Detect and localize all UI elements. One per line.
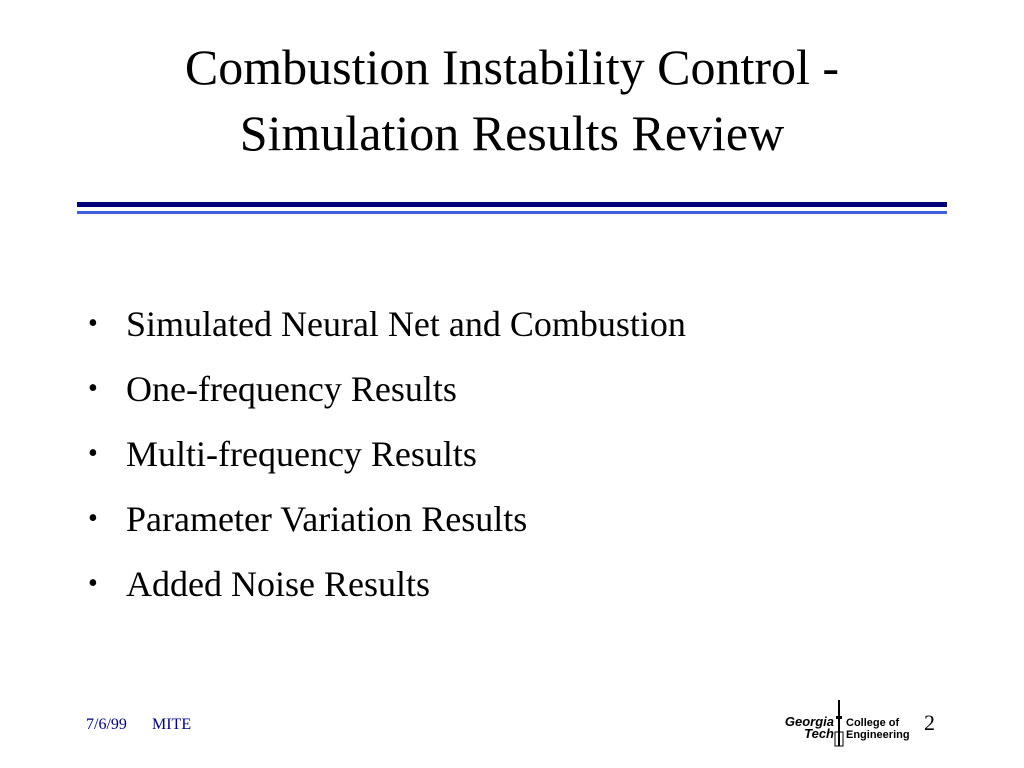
bullet-text: Multi-frequency Results: [126, 434, 477, 474]
bullet-list: • Simulated Neural Net and Combustion • …: [88, 298, 686, 623]
page-number: 2: [924, 710, 935, 735]
bullet-text: One-frequency Results: [126, 369, 457, 409]
title-divider-thick: [77, 202, 947, 207]
footer-date: 7/6/99: [86, 716, 127, 733]
bullet-text: Simulated Neural Net and Combustion: [126, 304, 686, 344]
slide-title-line-1: Combustion Instability Control -: [184, 39, 840, 95]
title-divider-thin: [77, 211, 947, 214]
bullet-item: • Multi-frequency Results: [88, 428, 686, 493]
footer-org: MITE: [152, 716, 192, 733]
logo-text-georgia: Georgia: [785, 714, 834, 729]
bullet-icon: •: [88, 568, 98, 599]
logo-text-college-of: College of: [846, 717, 900, 729]
bullet-text: Added Noise Results: [126, 564, 430, 604]
bullet-item: • Added Noise Results: [88, 558, 686, 623]
slide-title-line-2: Simulation Results Review: [239, 105, 785, 161]
bullet-item: • Simulated Neural Net and Combustion: [88, 298, 686, 363]
bullet-item: • One-frequency Results: [88, 363, 686, 428]
slide-title: Combustion Instability Control - Simulat…: [60, 34, 964, 166]
bullet-icon: •: [88, 503, 98, 534]
logo-text-tech: Tech: [804, 726, 834, 741]
bullet-text: Parameter Variation Results: [126, 499, 528, 539]
logo-text-engineering: Engineering: [846, 729, 910, 741]
bullet-item: • Parameter Variation Results: [88, 493, 686, 558]
bullet-icon: •: [88, 373, 98, 404]
georgia-tech-logo-icon: Georgia Tech College of Engineering: [785, 700, 910, 747]
bullet-icon: •: [88, 308, 98, 339]
bullet-icon: •: [88, 438, 98, 469]
